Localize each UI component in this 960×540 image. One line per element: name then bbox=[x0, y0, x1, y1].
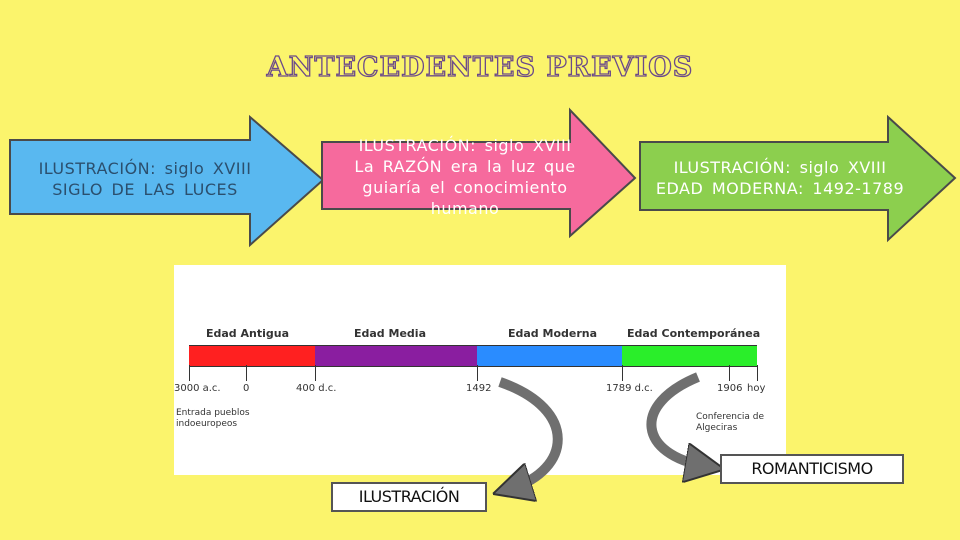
arrow-2-line-3: guiaría el conocimiento bbox=[362, 178, 568, 197]
curved-arrow-left bbox=[500, 377, 563, 488]
arrow-1-line-1: ILUSTRACIÓN: siglo XVIII bbox=[38, 159, 252, 178]
arrow-2 bbox=[321, 107, 637, 239]
tick-label-0: 0 bbox=[243, 383, 250, 394]
arrow-3-line-2: EDAD MODERNA: 1492-1789 bbox=[655, 179, 905, 198]
tick-label-hoy: hoy bbox=[747, 383, 766, 394]
era-label-media: Edad Media bbox=[354, 327, 426, 340]
page-title: ANTECEDENTES PREVIOS bbox=[266, 51, 694, 83]
arrow-2-line-1: ILUSTRACIÓN: siglo XVIII bbox=[358, 136, 572, 155]
arrow-2-text: ILUSTRACIÓN: siglo XVIII La RAZÓN era la… bbox=[350, 135, 580, 219]
tick-label-1789: 1789 d.c. bbox=[606, 383, 653, 394]
era-label-antigua: Edad Antigua bbox=[206, 327, 290, 340]
tick-hoy bbox=[757, 365, 758, 381]
curved-arrow-right bbox=[646, 372, 705, 466]
tick-label-400dc: 400 d.c. bbox=[296, 383, 337, 394]
era-label-moderna: Edad Moderna bbox=[508, 327, 598, 340]
tick-label-1492: 1492 bbox=[466, 383, 492, 394]
tick-label-1906: 1906 bbox=[717, 383, 743, 394]
era-bar-moderna bbox=[477, 345, 622, 367]
arrow-3-line-1: ILUSTRACIÓN: siglo XVIII bbox=[673, 158, 887, 177]
arrow-1 bbox=[9, 114, 325, 248]
note-left-line-2: indoeuropeos bbox=[176, 419, 238, 429]
era-bar-contemporanea bbox=[622, 345, 757, 367]
arrow-3 bbox=[639, 114, 957, 243]
arrow-2-line-2: La RAZÓN era la luz que bbox=[354, 157, 576, 176]
note-left-line-1: Entrada pueblos bbox=[176, 408, 250, 418]
tick-0 bbox=[246, 365, 247, 381]
tick-label-3000ac: 3000 a.c. bbox=[174, 383, 221, 394]
era-label-contemporanea: Edad Contemporánea bbox=[627, 327, 761, 340]
tick-3000ac bbox=[189, 365, 190, 381]
arrow-1-text: ILUSTRACIÓN: siglo XVIII SIGLO DE LAS LU… bbox=[35, 158, 255, 200]
arrow-2-line-4: humano bbox=[430, 199, 500, 218]
tick-1492 bbox=[477, 365, 478, 381]
note-right-line-1: Conferencia de bbox=[696, 412, 765, 422]
timeline-image: Edad Antigua Edad Media Edad Moderna Eda… bbox=[174, 265, 786, 475]
romanticismo-box: ROMANTICISMO bbox=[720, 454, 904, 484]
note-indoeuropeos: Entrada pueblos indoeuropeos bbox=[176, 408, 250, 430]
tick-400dc bbox=[315, 365, 316, 381]
arrow-1-line-2: SIGLO DE LAS LUCES bbox=[52, 180, 238, 199]
era-bar-media bbox=[315, 345, 477, 367]
ilustracion-box: ILUSTRACIÓN bbox=[331, 482, 487, 512]
arrow-3-text: ILUSTRACIÓN: siglo XVIII EDAD MODERNA: 1… bbox=[655, 157, 905, 199]
note-algeciras: Conferencia de Algeciras bbox=[696, 412, 764, 434]
tick-1789 bbox=[622, 365, 623, 381]
note-right-line-2: Algeciras bbox=[696, 423, 738, 433]
tick-1906 bbox=[729, 365, 730, 381]
era-bar-antigua bbox=[189, 345, 315, 367]
